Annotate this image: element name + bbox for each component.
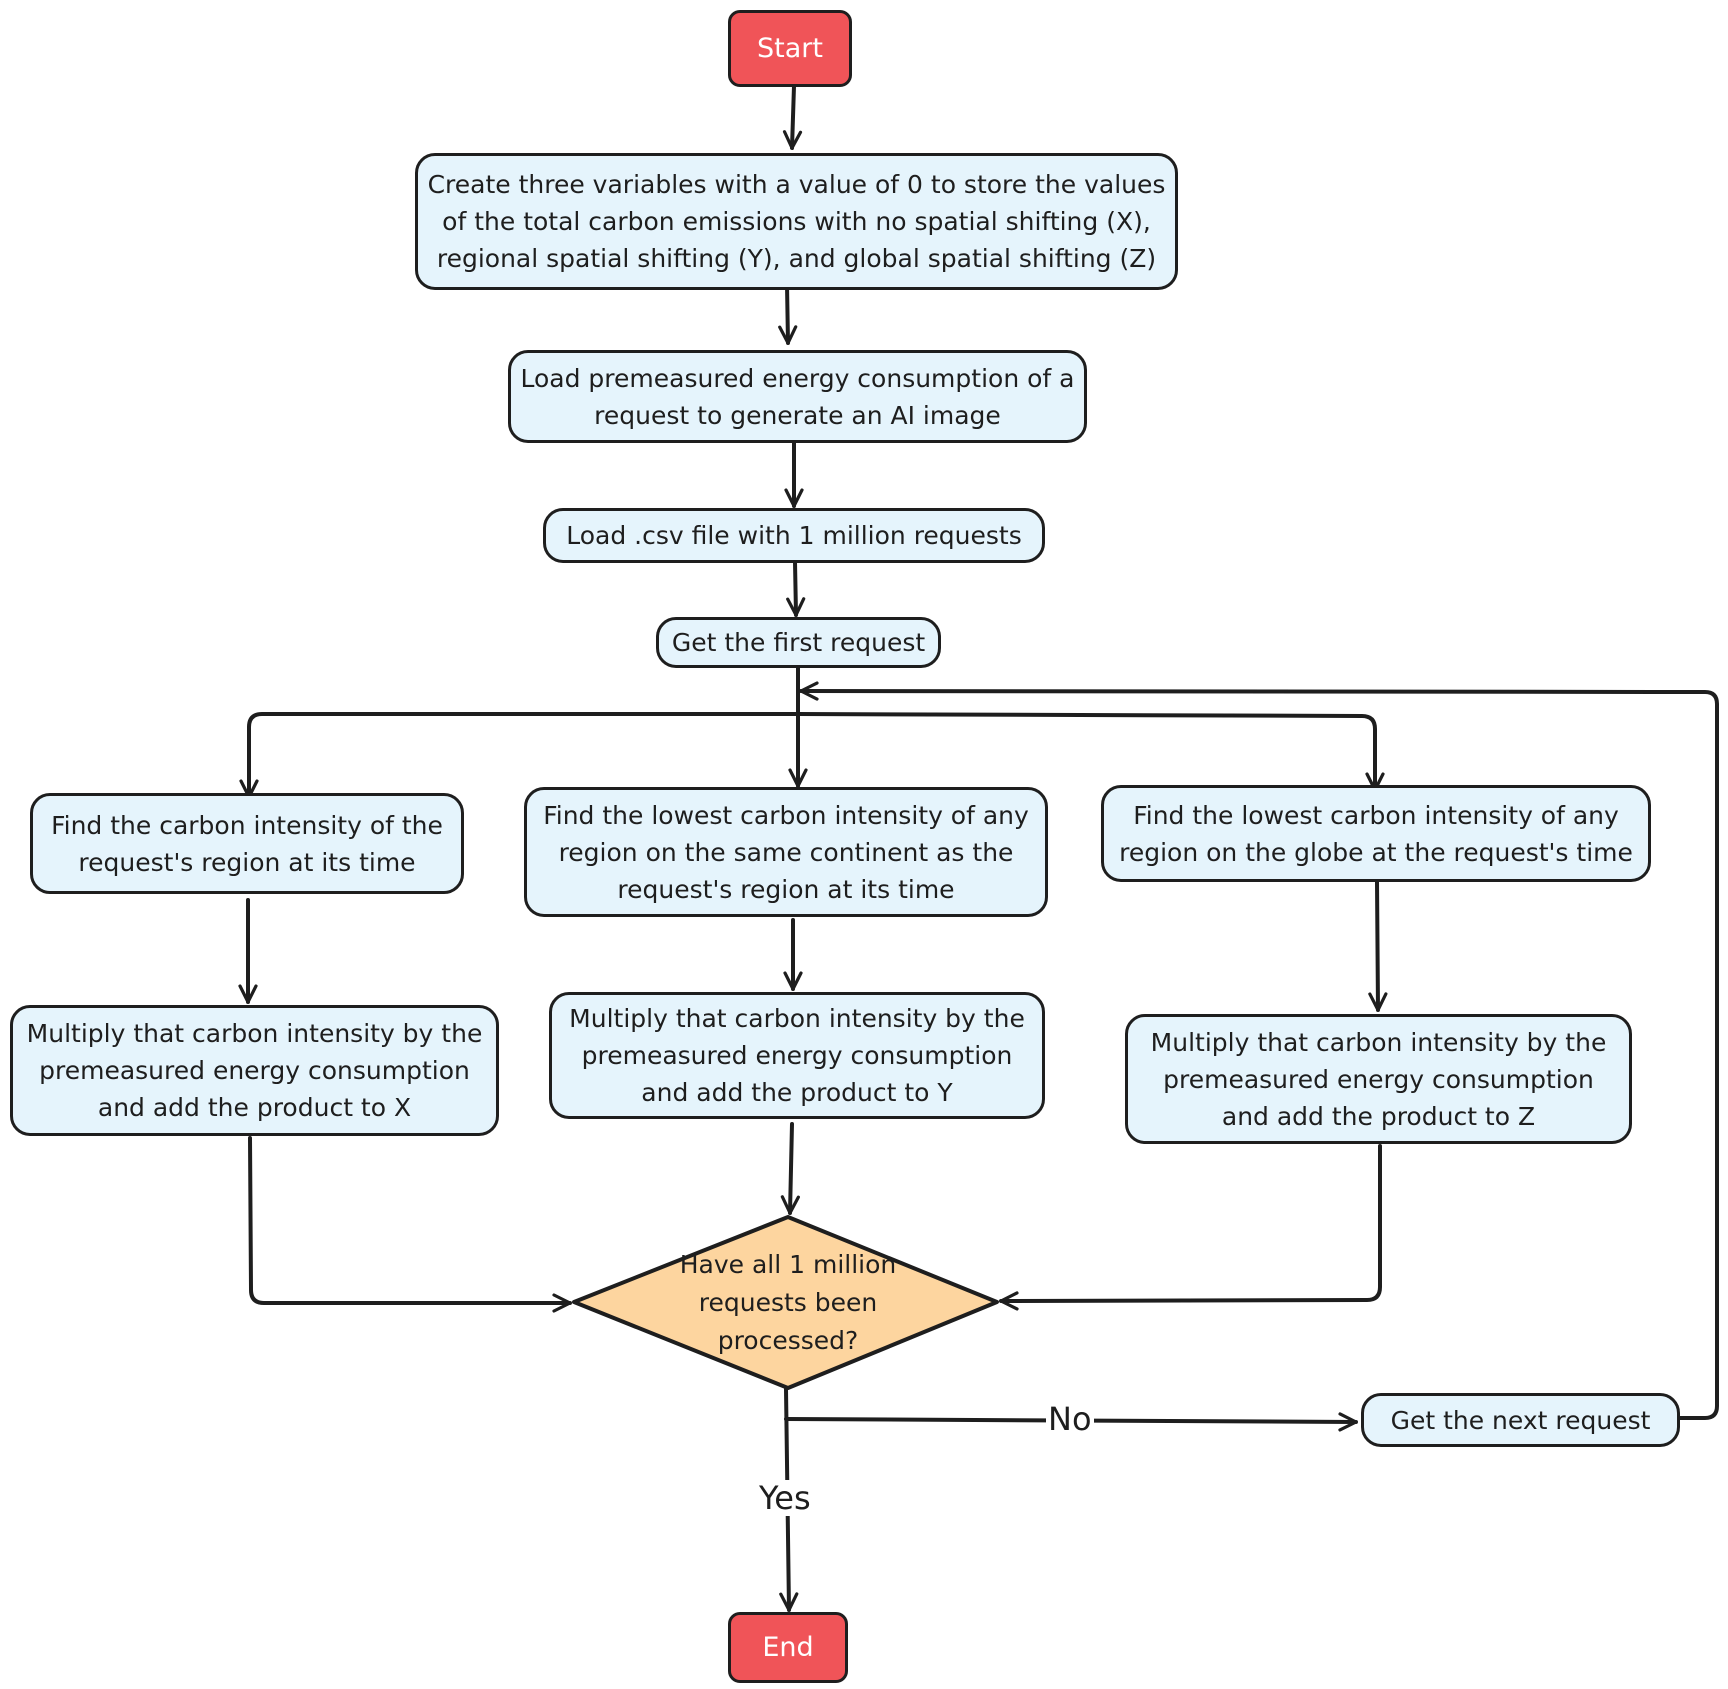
find-continent-intensity-node: Find the lowest carbon intensity of any … [524,787,1048,917]
multiply-add-x-node: Multiply that carbon intensity by the pr… [10,1005,499,1136]
first-request-node: Get the first request [656,617,941,668]
multiply-add-y-node: Multiply that carbon intensity by the pr… [549,992,1045,1119]
edge-next-request-loop-back [799,681,1719,1420]
edge-label-yes: Yes [757,1479,813,1517]
edge-multiply-x-to-decision [248,1136,572,1313]
edge-init-to-load-energy [778,283,798,345]
end-node: End [728,1612,848,1683]
edge-start-to-init [782,84,803,150]
edge-label-no: No [1046,1400,1094,1438]
edge-globe-to-multiply-z [1368,880,1388,1012]
edge-branch-to-globe [796,712,1385,792]
decision-diamond [572,1215,999,1390]
start-node: Start [728,10,852,87]
load-energy-node: Load premeasured energy consumption of a… [508,350,1087,443]
init-variables-node: Create three variables with a value of 0… [415,153,1178,290]
edge-branch-to-region [239,712,800,799]
edge-multiply-z-to-decision [999,1144,1382,1311]
edge-csv-to-first-request [786,560,806,617]
find-globe-intensity-node: Find the lowest carbon intensity of any … [1101,785,1651,882]
decision-question: Have all 1 million requests been process… [679,1249,897,1355]
edge-multiply-y-to-decision [780,1122,800,1215]
find-region-intensity-node: Find the carbon intensity of the request… [30,793,464,894]
load-csv-node: Load .csv file with 1 million requests [543,508,1045,563]
next-request-node: Get the next request [1361,1393,1680,1447]
multiply-add-z-node: Multiply that carbon intensity by the pr… [1125,1014,1632,1144]
